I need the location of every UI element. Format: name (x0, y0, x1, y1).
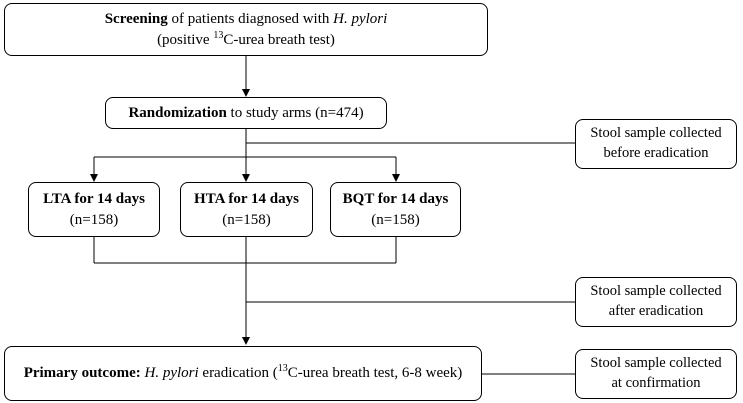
outcome-text: eradication ( (198, 365, 278, 382)
sample-line2: after eradication (608, 303, 704, 319)
randomization-text: to study arms (n=474) (226, 104, 364, 121)
screening-text: of patients diagnosed with (167, 11, 334, 28)
sample-box-confirmation: Stool sample collected at confirmation (575, 349, 737, 399)
sample-line1: Stool sample collected (590, 355, 722, 372)
screening-isotope: 13 (213, 29, 224, 41)
screening-line2-suffix: C-urea breath test) (223, 31, 335, 48)
outcome-label: Primary outcome: (23, 365, 141, 382)
arm-box-bqt: BQT for 14 days (n=158) (330, 182, 461, 237)
arm-count: (n=158) (69, 211, 119, 228)
screening-label: Screening (104, 11, 168, 28)
randomization-box: Randomization to study arms (n=474) (105, 97, 387, 129)
randomization-label: Randomization (128, 104, 227, 121)
screening-box: Screening of patients diagnosed with H. … (4, 3, 488, 56)
arm-title: BQT for 14 days (342, 191, 449, 208)
arm-title: HTA for 14 days (194, 191, 299, 208)
arm-box-hta: HTA for 14 days (n=158) (180, 182, 313, 237)
sample-box-before: Stool sample collected before eradicatio… (575, 119, 737, 169)
outcome-species: H. pylori (144, 365, 199, 382)
outcome-text-suffix: C-urea breath test, 6-8 week) (287, 365, 463, 382)
sample-line2: before eradication (603, 145, 709, 161)
screening-line2-prefix: (positive (157, 31, 214, 48)
arm-count: (n=158) (371, 211, 420, 228)
sample-box-after: Stool sample collected after eradication (575, 277, 737, 327)
outcome-isotope: 13 (277, 363, 288, 375)
screening-species: H. pylori (333, 11, 388, 28)
arm-title: LTA for 14 days (43, 191, 145, 208)
arm-count: (n=158) (222, 211, 271, 228)
sample-line2: at confirmation (611, 375, 701, 391)
sample-line1: Stool sample collected (590, 125, 722, 142)
sample-line1: Stool sample collected (590, 283, 722, 300)
primary-outcome-box: Primary outcome: H. pylori eradication (… (4, 346, 482, 401)
arm-box-lta: LTA for 14 days (n=158) (28, 182, 160, 237)
